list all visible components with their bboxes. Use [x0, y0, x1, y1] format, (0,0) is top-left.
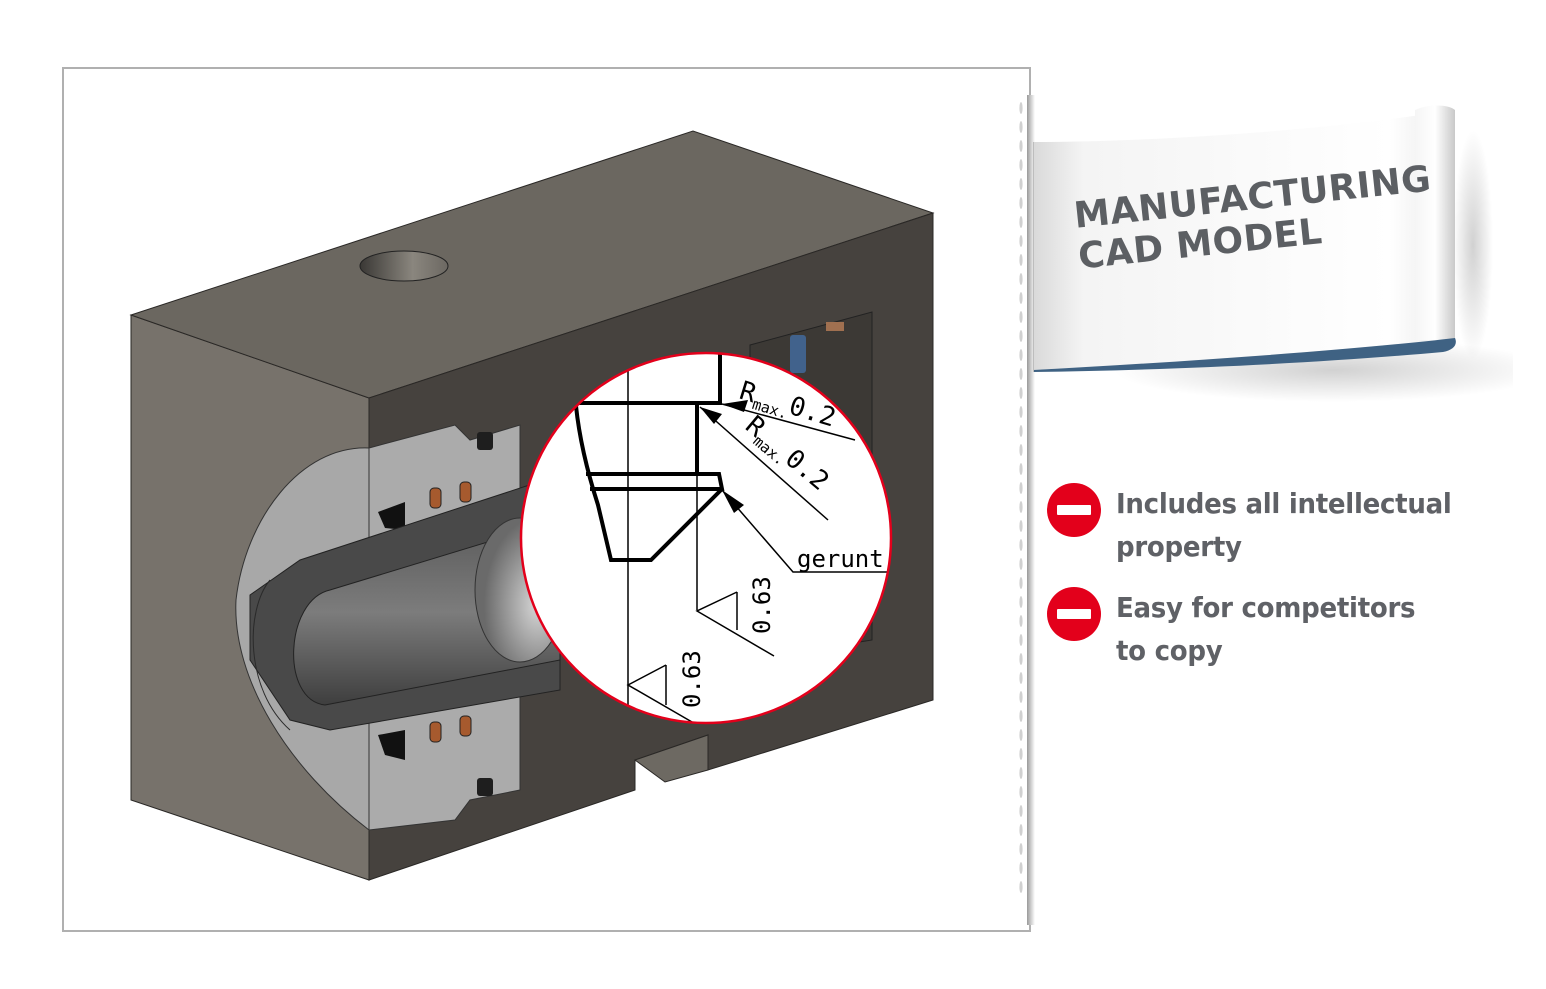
stitch-mark: [1019, 558, 1023, 570]
stitch-mark: [1019, 748, 1023, 760]
stitch-mark: [1019, 311, 1023, 323]
detail-magnifier: Rmax.0.2 Rmax.0.2 gerunt 0.63 0.63: [521, 353, 891, 723]
ribbon-underside: [1033, 338, 1456, 372]
stitch-mark: [1019, 425, 1023, 437]
stitch-mark: [1019, 539, 1023, 551]
blue-seal: [790, 335, 806, 373]
no-entry-icon: [1047, 483, 1101, 537]
stitch-mark: [1019, 881, 1023, 893]
magnifier-ring: [519, 351, 893, 725]
top-hole: [359, 250, 449, 282]
ribbon-banner: [1033, 105, 1513, 402]
stitch-mark: [1019, 520, 1023, 532]
stitch-mark: [1019, 273, 1023, 285]
stitch-mark: [1019, 140, 1023, 152]
list-item-text: Includes all intellectual property: [1116, 487, 1452, 563]
note-label: gerunt: [797, 545, 884, 573]
stitch-mark: [1019, 216, 1023, 228]
stitch-mark: [1019, 178, 1023, 190]
list-item-text: Easy for competitors to copy: [1116, 591, 1416, 667]
stitch-mark: [1019, 254, 1023, 266]
stitch-mark: [1019, 691, 1023, 703]
list-item: Includes all intellectual property: [1046, 482, 1506, 568]
stitch-mark: [1019, 824, 1023, 836]
stitch-mark: [1019, 843, 1023, 855]
list-item: Easy for competitors to copy: [1046, 586, 1506, 672]
stitch-mark: [1019, 235, 1023, 247]
stitch-mark: [1019, 862, 1023, 874]
no-entry-icon: [1047, 587, 1101, 641]
surface-label-2: 0.63: [678, 650, 706, 708]
stitch-edge: [1019, 102, 1023, 893]
stitch-mark: [1019, 805, 1023, 817]
stitch-mark: [1019, 330, 1023, 342]
stitch-mark: [1019, 349, 1023, 361]
stitch-mark: [1019, 501, 1023, 513]
drawbacks-list: Includes all intellectual property Easy …: [1046, 482, 1506, 690]
stitch-mark: [1019, 387, 1023, 399]
stitch-mark: [1019, 444, 1023, 456]
stitch-mark: [1019, 482, 1023, 494]
stitch-mark: [1019, 102, 1023, 114]
stitch-mark: [1019, 577, 1023, 589]
stitch-mark: [1019, 368, 1023, 380]
stitch-mark: [1019, 653, 1023, 665]
stitch-mark: [1019, 463, 1023, 475]
surface-label-1: 0.63: [748, 576, 776, 634]
stitch-mark: [1019, 197, 1023, 209]
stitch-mark: [1019, 767, 1023, 779]
stitch-mark: [1019, 292, 1023, 304]
stitch-mark: [1019, 159, 1023, 171]
stitch-mark: [1019, 615, 1023, 627]
frame-edge-shadow: [1027, 95, 1035, 925]
copper-seals: [429, 481, 472, 743]
stitch-mark: [1019, 710, 1023, 722]
stitch-mark: [1019, 634, 1023, 646]
stitch-mark: [1019, 596, 1023, 608]
stitch-mark: [1019, 672, 1023, 684]
stitch-mark: [1019, 729, 1023, 741]
stitch-mark: [1019, 121, 1023, 133]
cad-model-illustration: Rmax.0.2 Rmax.0.2 gerunt 0.63 0.63: [129, 130, 935, 881]
stitch-mark: [1019, 786, 1023, 798]
stitch-mark: [1019, 406, 1023, 418]
